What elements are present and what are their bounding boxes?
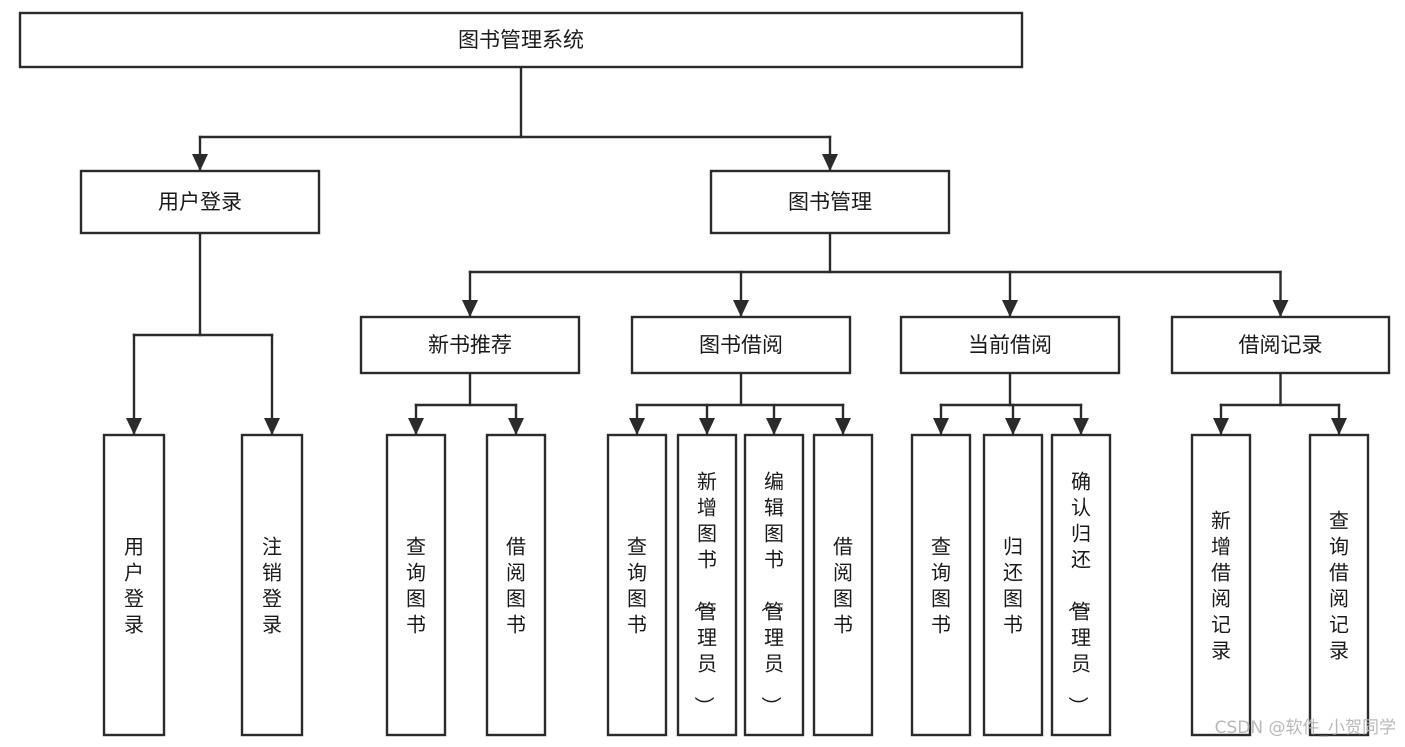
arrow-head-icon xyxy=(126,418,142,435)
arrow-head-icon xyxy=(1002,300,1018,317)
node-label: 新增借阅记录 xyxy=(1211,508,1231,662)
node-label: 用户登录 xyxy=(124,534,144,636)
node-box[interactable] xyxy=(79,169,321,235)
node-leaf-borrow-book-1[interactable]: 借阅图书 xyxy=(485,433,547,737)
arrow-head-icon xyxy=(733,300,749,317)
arrow-head-icon xyxy=(1331,418,1347,435)
arrow-head-icon xyxy=(933,418,949,435)
node-box[interactable] xyxy=(1050,433,1112,737)
node-root[interactable]: 图书管理系统 xyxy=(18,11,1024,69)
node-box[interactable] xyxy=(385,433,447,737)
node-label: 注销登录 xyxy=(262,534,282,636)
arrow-head-icon xyxy=(766,418,782,435)
node-label: 借阅记录 xyxy=(1239,333,1323,357)
node-box[interactable] xyxy=(1190,433,1252,737)
node-user-login[interactable]: 用户登录 xyxy=(79,169,321,235)
node-leaf-query-record[interactable]: 查询借阅记录 xyxy=(1308,433,1370,737)
node-leaf-add-record[interactable]: 新增借阅记录 xyxy=(1190,433,1252,737)
node-leaf-query-book-2[interactable]: 查询图书 xyxy=(606,433,668,737)
node-label: 查询图书 xyxy=(627,534,647,636)
edges-layer xyxy=(126,65,1347,437)
node-box[interactable] xyxy=(743,433,805,737)
node-box[interactable] xyxy=(899,315,1121,375)
node-leaf-user-login[interactable]: 用户登录 xyxy=(102,433,166,737)
arrow-head-icon xyxy=(264,418,280,435)
node-box[interactable] xyxy=(676,433,738,737)
node-new-book-recommend[interactable]: 新书推荐 xyxy=(359,315,581,375)
node-label: 图书管理 xyxy=(788,190,872,214)
node-box[interactable] xyxy=(359,315,581,375)
arrow-head-icon xyxy=(822,154,838,171)
arrow-head-icon xyxy=(508,418,524,435)
arrow-head-icon xyxy=(192,154,208,171)
node-box[interactable] xyxy=(1170,315,1391,375)
node-box[interactable] xyxy=(709,169,951,235)
node-leaf-confirm-return[interactable]: 确认归还（管理员） xyxy=(1050,433,1112,737)
csdn-watermark: CSDN @软件_小贺同学 xyxy=(1215,718,1396,738)
node-label: 确认归还（管理员） xyxy=(1066,469,1091,716)
arrow-head-icon xyxy=(1272,300,1289,317)
node-box[interactable] xyxy=(982,433,1044,737)
node-label: 新书推荐 xyxy=(428,333,512,357)
node-label: 借阅图书 xyxy=(833,534,853,636)
node-label: 图书管理系统 xyxy=(458,28,584,52)
node-leaf-add-book[interactable]: 新增图书（管理员） xyxy=(676,433,738,737)
arrow-head-icon xyxy=(629,418,645,435)
node-label: 查询图书 xyxy=(406,534,426,636)
arrow-head-icon xyxy=(1213,418,1229,435)
node-book-borrow[interactable]: 图书借阅 xyxy=(630,315,852,375)
arrow-head-icon xyxy=(408,418,424,435)
node-current-borrow[interactable]: 当前借阅 xyxy=(899,315,1121,375)
node-label: 当前借阅 xyxy=(968,333,1052,357)
node-leaf-query-book-1[interactable]: 查询图书 xyxy=(385,433,447,737)
node-label: 图书借阅 xyxy=(699,333,783,357)
node-leaf-logout[interactable]: 注销登录 xyxy=(240,433,304,737)
arrow-head-icon xyxy=(835,418,851,435)
node-box[interactable] xyxy=(240,433,304,737)
arrow-head-icon xyxy=(1005,418,1021,435)
arrow-head-icon xyxy=(462,300,478,317)
node-box[interactable] xyxy=(18,11,1024,69)
node-leaf-edit-book[interactable]: 编辑图书（管理员） xyxy=(743,433,805,737)
node-box[interactable] xyxy=(485,433,547,737)
node-label: 编辑图书（管理员） xyxy=(759,469,784,716)
node-label: 归还图书 xyxy=(1003,534,1023,636)
node-borrow-record[interactable]: 借阅记录 xyxy=(1170,315,1391,375)
node-leaf-return-book[interactable]: 归还图书 xyxy=(982,433,1044,737)
node-label: 新增图书（管理员） xyxy=(692,469,717,716)
node-box[interactable] xyxy=(102,433,166,737)
node-box[interactable] xyxy=(812,433,874,737)
node-label: 查询借阅记录 xyxy=(1329,508,1349,662)
node-label: 借阅图书 xyxy=(506,534,526,636)
node-leaf-query-book-3[interactable]: 查询图书 xyxy=(910,433,972,737)
node-box[interactable] xyxy=(910,433,972,737)
node-label: 查询图书 xyxy=(931,534,951,636)
arrow-head-icon xyxy=(699,418,715,435)
node-leaf-borrow-book-2[interactable]: 借阅图书 xyxy=(812,433,874,737)
node-book-manage[interactable]: 图书管理 xyxy=(709,169,951,235)
node-box[interactable] xyxy=(630,315,852,375)
arrow-head-icon xyxy=(1073,418,1089,435)
node-box[interactable] xyxy=(1308,433,1370,737)
nodes-layer: 图书管理系统用户登录图书管理新书推荐图书借阅当前借阅借阅记录用户登录注销登录查询… xyxy=(18,11,1391,737)
node-box[interactable] xyxy=(606,433,668,737)
node-label: 用户登录 xyxy=(158,190,242,214)
